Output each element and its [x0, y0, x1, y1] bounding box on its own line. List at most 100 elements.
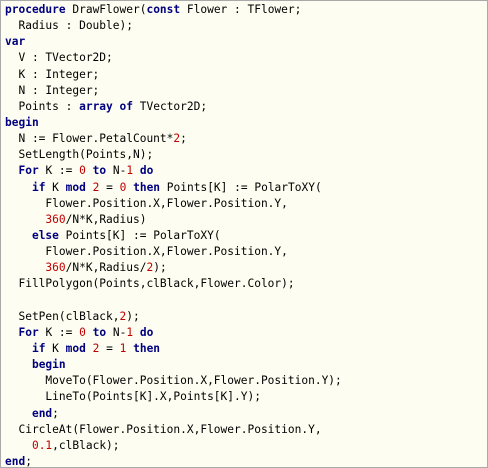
- text-token: K : Integer;: [5, 67, 100, 81]
- text-token: /N*K,Radius): [65, 212, 147, 226]
- code-block: procedure DrawFlower(const Flower : TFlo…: [5, 2, 342, 468]
- text-token: TVector2D;: [133, 99, 208, 113]
- text-token: =: [99, 180, 120, 194]
- keyword-token: to: [92, 164, 107, 178]
- keyword-token: const: [146, 3, 181, 16]
- text-token: DrawFlower(: [65, 3, 147, 16]
- number-token: 1: [119, 341, 127, 355]
- code-line: Flower.Position.X,Flower.Position.Y,: [5, 196, 342, 212]
- code-line: SetLength(Points,N);: [5, 147, 342, 163]
- text-token: Points[K] := PolarToXY(: [58, 228, 221, 242]
- keyword-token: if: [31, 180, 46, 194]
- text-token: V : TVector2D;: [5, 51, 113, 65]
- keyword-token: mod: [65, 180, 86, 194]
- number-token: 1: [126, 164, 134, 178]
- text-token: FillPolygon(Points,clBlack,Flower.Color)…: [5, 277, 295, 291]
- number-token: 0: [119, 180, 127, 194]
- number-token: 2: [92, 180, 100, 194]
- code-line: begin: [5, 357, 342, 373]
- text-token: Points :: [5, 99, 80, 113]
- code-line: SetPen(clBlack,2);: [5, 309, 342, 325]
- keyword-token: array: [79, 99, 113, 113]
- text-token: Flower : TFlower;: [180, 3, 302, 16]
- keyword-token: begin: [31, 358, 66, 372]
- keyword-token: if: [31, 341, 46, 355]
- text-token: [113, 100, 120, 113]
- code-line: procedure DrawFlower(const Flower : TFlo…: [5, 2, 342, 18]
- text-token: ,clBlack);: [52, 438, 120, 452]
- number-token: 1: [126, 325, 134, 339]
- text-token: Radius : Double);: [5, 19, 133, 33]
- keyword-token: then: [133, 341, 161, 355]
- text-token: [5, 358, 32, 371]
- text-token: [5, 229, 32, 242]
- keyword-token: of: [119, 99, 134, 113]
- text-token: N-: [106, 325, 127, 339]
- text-token: CircleAt(Flower.Position.X,Flower.Positi…: [5, 422, 322, 436]
- number-token: 2: [119, 309, 127, 323]
- code-line: N := Flower.PetalCount*2;: [5, 131, 342, 147]
- text-token: MoveTo(Flower.Position.X,Flower.Position…: [5, 374, 342, 388]
- keyword-token: begin: [5, 115, 39, 129]
- number-token: 0: [79, 164, 86, 178]
- number-token: 360: [45, 261, 66, 275]
- code-line: Radius : Double);: [5, 18, 342, 34]
- code-line: V : TVector2D;: [5, 50, 342, 66]
- text-token: [5, 261, 45, 274]
- text-token: SetPen(clBlack,: [5, 309, 120, 323]
- code-line: Flower.Position.X,Flower.Position.Y,: [5, 244, 342, 260]
- keyword-token: end: [31, 406, 53, 420]
- text-token: [5, 213, 45, 226]
- code-line: end;: [5, 406, 342, 422]
- text-token: [5, 407, 32, 420]
- text-token: /N*K,Radius/: [65, 261, 147, 275]
- keyword-token: For: [18, 164, 39, 178]
- number-token: 0: [79, 325, 86, 339]
- text-token: [5, 181, 32, 194]
- code-line: if K mod 2 = 1 then: [5, 341, 342, 357]
- keyword-token: var: [5, 35, 26, 49]
- text-token: K: [45, 341, 66, 355]
- code-line: CircleAt(Flower.Position.X,Flower.Positi…: [5, 422, 342, 438]
- keyword-token: end: [5, 454, 26, 468]
- code-line: 0.1,clBlack);: [5, 438, 342, 454]
- code-line: LineTo(Points[K].X,Points[K].Y);: [5, 389, 342, 405]
- keyword-token: then: [133, 180, 161, 194]
- text-token: ;: [180, 132, 187, 146]
- code-line: if K mod 2 = 0 then Points[K] := PolarTo…: [5, 180, 342, 196]
- code-line: For K := 0 to N-1 do: [5, 325, 342, 341]
- text-token: Points[K] := PolarToXY(: [160, 180, 322, 194]
- keyword-token: For: [18, 325, 39, 339]
- text-token: N : Integer;: [5, 83, 100, 97]
- text-token: SetLength(Points,N);: [5, 148, 154, 162]
- text-token: [5, 326, 18, 339]
- text-token: K :=: [38, 325, 80, 339]
- text-token: N-: [106, 164, 127, 178]
- code-line: For K := 0 to N-1 do: [5, 163, 342, 179]
- code-line: end;: [5, 454, 342, 468]
- text-token: =: [99, 341, 120, 355]
- number-token: 2: [146, 261, 154, 275]
- text-token: [133, 164, 140, 177]
- keyword-token: else: [31, 228, 59, 242]
- code-line: Points : array of TVector2D;: [5, 99, 342, 115]
- code-line: var: [5, 34, 342, 50]
- text-token: [5, 342, 32, 355]
- text-token: Flower.Position.X,Flower.Position.Y,: [5, 245, 288, 259]
- code-line: [5, 293, 342, 309]
- text-token: N := Flower.PetalCount*: [5, 132, 174, 146]
- code-line: begin: [5, 115, 342, 131]
- number-token: 2: [92, 341, 100, 355]
- number-token: 2: [173, 132, 181, 146]
- number-token: 0.1: [31, 438, 53, 452]
- text-token: ;: [25, 454, 32, 468]
- text-token: [5, 439, 32, 452]
- text-token: );: [153, 261, 167, 275]
- code-line: K : Integer;: [5, 67, 342, 83]
- keyword-token: mod: [65, 341, 86, 355]
- keyword-token: do: [139, 164, 154, 178]
- code-line: 360/N*K,Radius/2);: [5, 260, 342, 276]
- number-token: 360: [45, 212, 66, 226]
- text-token: );: [126, 309, 140, 323]
